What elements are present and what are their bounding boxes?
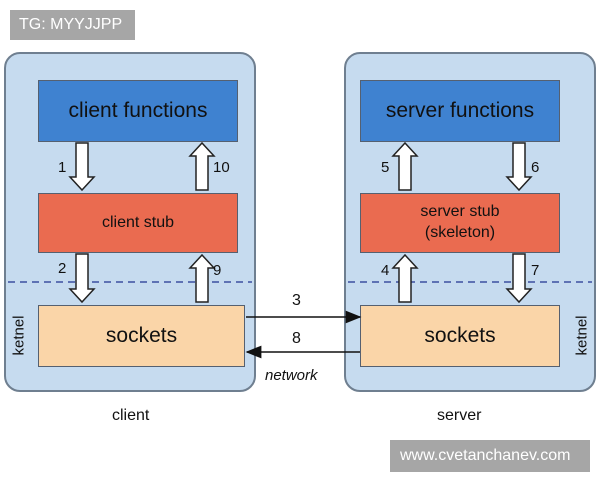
- step-label-6: 6: [531, 159, 540, 176]
- server-sockets-label: sockets: [424, 324, 496, 347]
- server-functions-box: server functions: [360, 80, 560, 142]
- client-stub-box: client stub: [38, 193, 238, 253]
- step-label-1: 1: [58, 159, 67, 176]
- server-stub-box: server stub (skeleton): [360, 193, 560, 253]
- server-stub-label-line1: server stub: [420, 203, 500, 221]
- watermark-bottom-text: www.cvetanchanev.com: [400, 447, 571, 464]
- client-functions-box: client functions: [38, 80, 238, 142]
- client-stub-label: client stub: [101, 213, 175, 231]
- watermark-bottom: www.cvetanchanev.com: [390, 440, 590, 472]
- watermark-top: TG: MYYJJPP: [10, 10, 135, 40]
- client-caption: client: [112, 407, 150, 424]
- client-sockets-label: sockets: [105, 324, 178, 347]
- network-label: network: [265, 367, 318, 384]
- step-label-7: 7: [531, 262, 540, 279]
- client-sockets-box: sockets: [38, 305, 245, 367]
- server-sockets-box: sockets: [360, 305, 560, 367]
- step-label-9: 9: [213, 262, 222, 279]
- step-label-4: 4: [381, 262, 390, 279]
- watermark-top-text: TG: MYYJJPP: [19, 16, 123, 33]
- step-label-2: 2: [58, 260, 67, 277]
- step-label-5: 5: [381, 159, 390, 176]
- server-kernel-label: ketnel: [573, 315, 591, 356]
- server-stub-label-line2: (skeleton): [424, 224, 496, 241]
- client-functions-label: client functions: [68, 99, 208, 122]
- client-kernel-label: ketnel: [10, 315, 28, 356]
- server-caption: server: [437, 407, 482, 424]
- step-label-10: 10: [213, 159, 230, 176]
- server-functions-label: server functions: [385, 99, 535, 122]
- step-label-8: 8: [292, 330, 301, 347]
- step-label-3: 3: [292, 292, 301, 309]
